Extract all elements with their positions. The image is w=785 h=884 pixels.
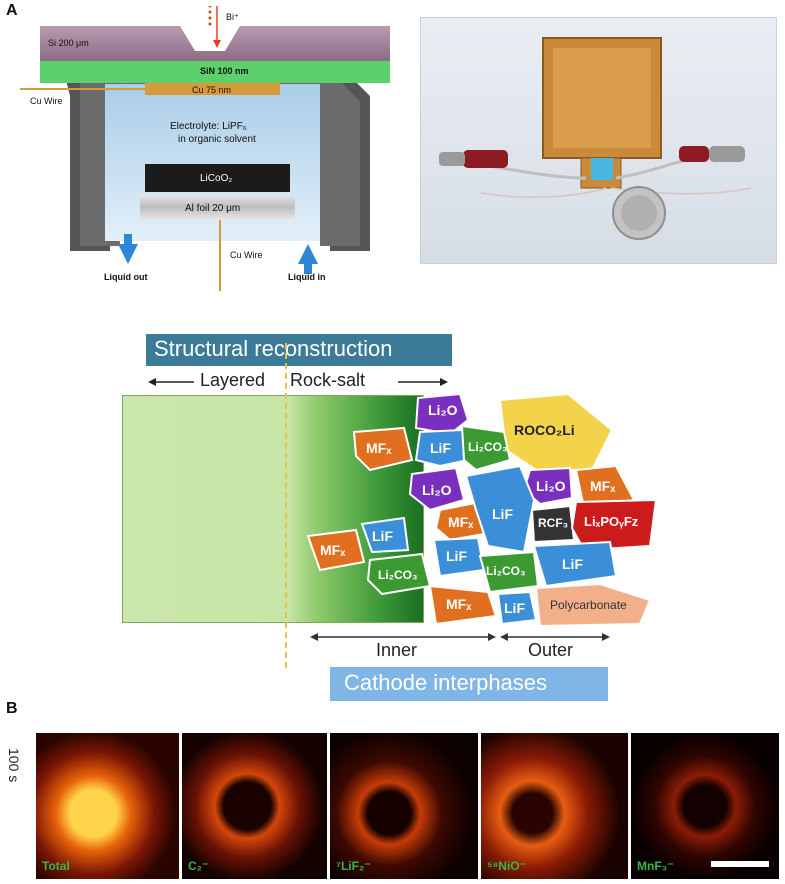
map-label-nio: ⁵⁸NiO⁻ xyxy=(487,859,526,873)
grain-label-19: LiF xyxy=(504,600,525,616)
layered-rocksalt-arrows xyxy=(148,372,448,392)
grain-label-11: LiₓPOᵧFz xyxy=(584,514,639,529)
map-label-total: Total xyxy=(42,859,70,873)
grain-label-5: Li₂O xyxy=(422,482,452,498)
inner-outer-arrow-drawing xyxy=(310,633,610,641)
layered-arrow-drawing xyxy=(148,378,448,386)
grain-label-10: RCF₃ xyxy=(538,516,569,530)
grain-label-15: LiF xyxy=(446,548,467,564)
al-foil-label: Al foil 20 μm xyxy=(185,203,241,214)
panel-a-letter: A xyxy=(6,2,18,19)
banner-cathode-interphases-text: Cathode interphases xyxy=(344,670,548,695)
cell-schematic: Si 200 μm Bi⁺ SiN 100 nm Cu 75 nm Cu Wir… xyxy=(20,4,390,291)
cell-schematic-drawing xyxy=(20,4,390,291)
layered-label: Layered xyxy=(200,370,266,390)
interphase-grains: Li₂O ROCO₂Li MFₓ LiF Li₂CO₃ Li₂O Li₂O MF… xyxy=(300,390,670,630)
grain-label-6: Li₂O xyxy=(536,478,566,494)
ion-beam-label: Bi⁺ xyxy=(226,12,239,22)
sims-map-c2: C₂⁻ xyxy=(182,733,327,879)
outer-label: Outer xyxy=(528,640,574,660)
sims-map-mnf3: MnF₃⁻ xyxy=(631,733,779,879)
sims-map-lif2: ⁷LiF₂⁻ xyxy=(330,733,478,879)
sin-layer-label: SiN 100 nm xyxy=(200,66,249,76)
inner-outer-arrows xyxy=(310,630,610,644)
device-photo-drawing xyxy=(439,37,752,240)
layered-boundary-line xyxy=(285,343,287,668)
grain-label-2: MFₓ xyxy=(366,440,392,456)
map-label-lif2: ⁷LiF₂⁻ xyxy=(336,859,371,873)
inner-label: Inner xyxy=(376,640,418,660)
grain-label-12: MFₓ xyxy=(320,542,346,558)
electrolyte-label-1: Electrolyte: LiPF₆ xyxy=(170,121,247,132)
liquid-out-label: Liquid out xyxy=(104,272,148,282)
scale-bar xyxy=(711,861,769,867)
grain-label-4: Li₂CO₃ xyxy=(468,440,508,454)
grain-label-3: LiF xyxy=(430,440,451,456)
banner-structural-reconstruction-text: Structural reconstruction xyxy=(154,336,393,361)
cu-wire-bottom-label: Cu Wire xyxy=(230,250,263,260)
panel-b-letter: B xyxy=(6,700,18,717)
cu-wire-top-label: Cu Wire xyxy=(30,96,63,106)
electrolyte-label-2: in organic solvent xyxy=(178,134,256,145)
grain-label-7: MFₓ xyxy=(448,514,474,530)
map-label-c2: C₂⁻ xyxy=(188,859,209,873)
grain-label-13: LiF xyxy=(372,528,393,544)
grain-label-0: Li₂O xyxy=(428,402,458,418)
map-label-mnf3: MnF₃⁻ xyxy=(637,859,674,873)
grain-label-8: LiF xyxy=(492,506,513,522)
device-photo xyxy=(420,17,777,264)
grain-label-9: MFₓ xyxy=(590,478,616,494)
grain-label-20: Polycarbonate xyxy=(550,598,627,612)
si-layer-label: Si 200 μm xyxy=(48,38,89,48)
rock-salt-label: Rock-salt xyxy=(290,370,366,390)
liquid-in-label: Liquid in xyxy=(288,272,326,282)
grains-drawing xyxy=(306,392,658,628)
grain-label-17: LiF xyxy=(562,556,583,572)
sims-map-total: Total xyxy=(36,733,179,879)
grain-label-18: MFₓ xyxy=(446,596,472,612)
grain-label-14: Li₂CO₃ xyxy=(378,568,418,582)
cathode-label: LiCoO₂ xyxy=(200,173,233,184)
time-label: 100 s xyxy=(6,748,22,783)
grain-label-1: ROCO₂Li xyxy=(514,422,575,438)
grain-label-16: Li₂CO₃ xyxy=(486,564,526,578)
banner-cathode-interphases xyxy=(330,667,608,701)
banner-structural-reconstruction xyxy=(146,334,452,366)
cu-layer-label: Cu 75 nm xyxy=(192,85,232,95)
sims-map-nio: ⁵⁸NiO⁻ xyxy=(481,733,628,879)
